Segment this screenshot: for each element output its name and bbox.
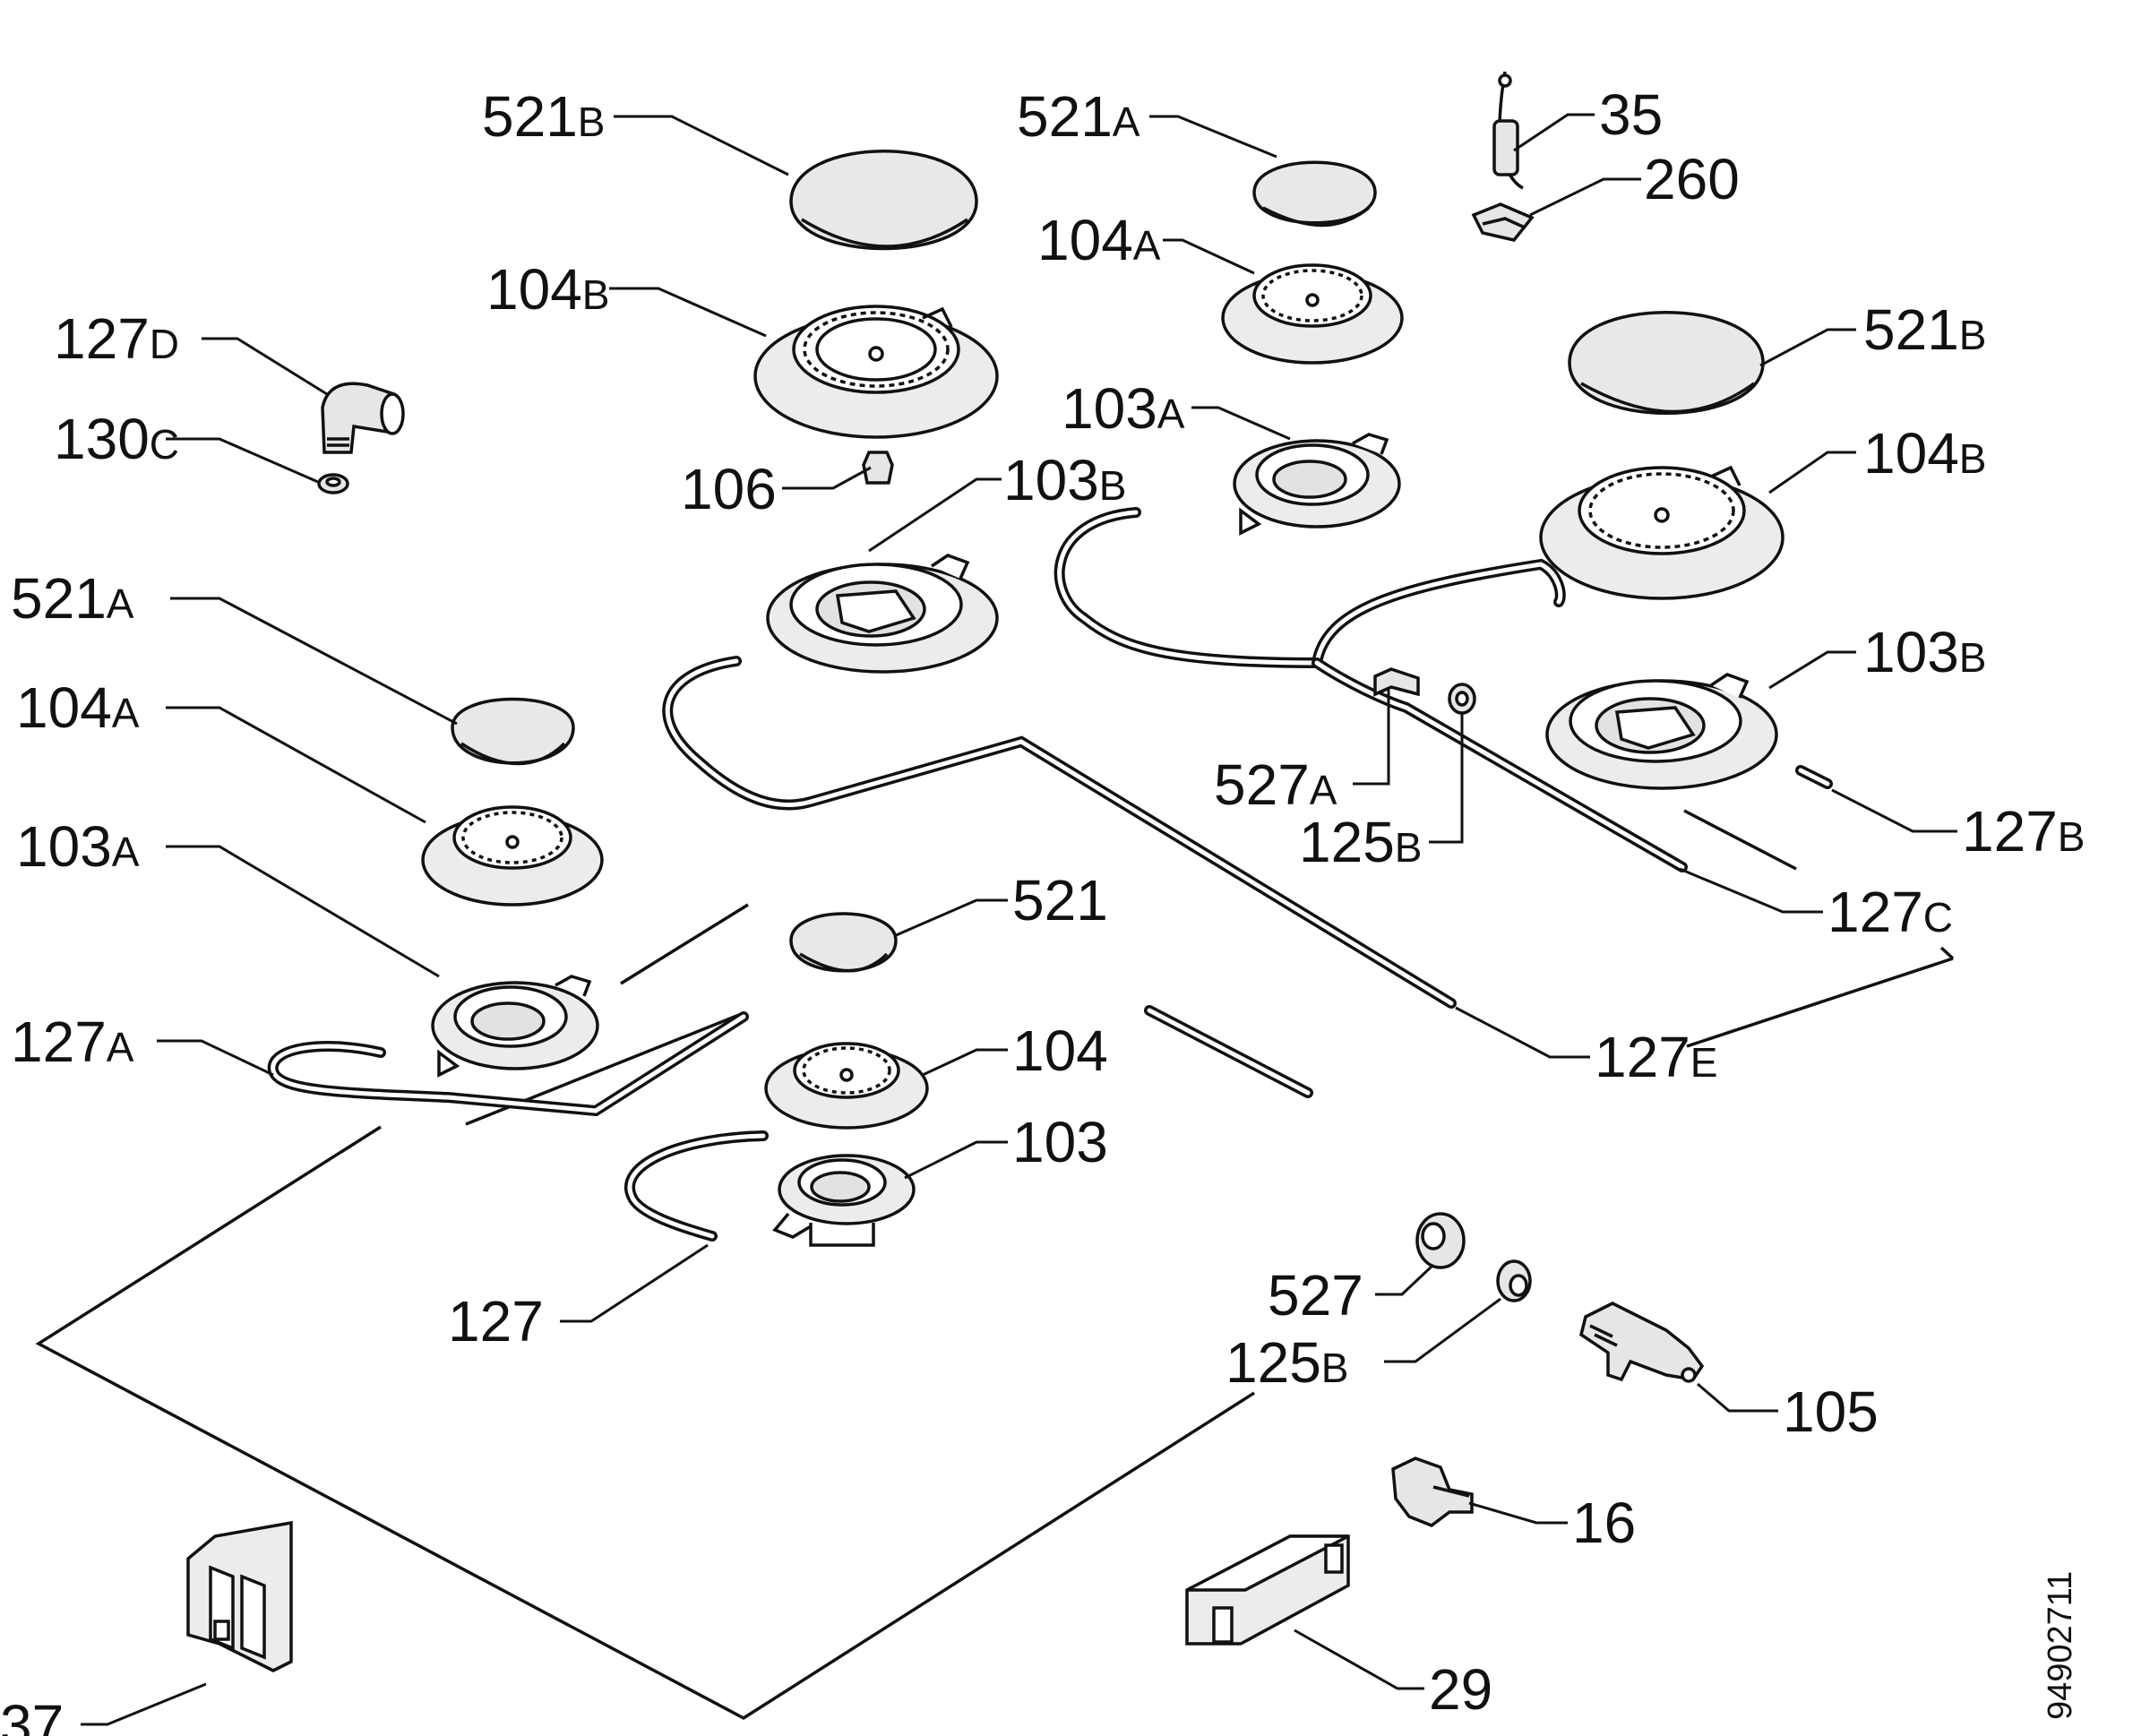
- burner-head-104b-right: [1539, 465, 1784, 600]
- burner-head-104a-left: [421, 805, 604, 907]
- burner-head-104: [764, 1042, 929, 1130]
- burner-cap-521: [789, 912, 898, 973]
- callout-104: 104: [1012, 1018, 1108, 1083]
- burner-head-104a-top: [1221, 263, 1404, 365]
- callout-103a-left: 103A: [16, 814, 140, 879]
- callout-127e: 127E: [1595, 1025, 1717, 1089]
- callout-127d: 127D: [54, 306, 179, 371]
- callout-521b-top: 521B: [482, 84, 605, 149]
- callout-127b: 127B: [1962, 799, 2085, 864]
- burner-cup-103b-right: [1545, 673, 1778, 790]
- callout-104a-top: 104A: [1037, 208, 1161, 272]
- callout-127: 127: [448, 1289, 544, 1354]
- callout-130c: 130C: [54, 407, 179, 471]
- drawing-number: 94902711: [2042, 1571, 2079, 1720]
- callout-103b-right: 103B: [1863, 620, 1986, 684]
- burner-cap-521a-top: [1252, 160, 1377, 228]
- nut-125b-bottom: [1496, 1259, 1532, 1302]
- callout-521b-right: 521B: [1863, 297, 1986, 362]
- leader-lines: [81, 113, 1957, 1726]
- callout-521a-left: 521A: [11, 566, 134, 631]
- washer-130c: [317, 473, 349, 494]
- callout-103a-top: 103A: [1062, 376, 1185, 441]
- callout-104b-top: 104B: [486, 257, 609, 322]
- callout-260: 260: [1644, 147, 1740, 211]
- gas-tubes: [267, 507, 1833, 1242]
- callout-103: 103: [1012, 1110, 1108, 1174]
- thermocouple-35: [1492, 71, 1524, 190]
- injector-106: [862, 451, 894, 485]
- clip-bracket-37: [186, 1520, 293, 1672]
- callout-527a: 527A: [1214, 752, 1337, 817]
- burner-head-104b-top: [753, 305, 999, 439]
- callout-527: 527: [1268, 1263, 1363, 1328]
- injector-holder-105: [1579, 1302, 1705, 1383]
- callout-104a-left: 104A: [16, 675, 140, 740]
- elbow-fitting-127d: [321, 382, 405, 454]
- bracket-29: [1185, 1534, 1350, 1646]
- callout-29: 29: [1429, 1657, 1492, 1722]
- callout-labels: 521B 521A 35 260 104B 104A 127D 130C 521…: [0, 82, 2085, 1736]
- burner-cup-103: [772, 1154, 916, 1247]
- callout-16: 16: [1572, 1491, 1636, 1555]
- callout-106: 106: [681, 457, 777, 521]
- burner-cap-521a-left: [451, 697, 575, 766]
- burner-cup-103a-top: [1233, 433, 1401, 536]
- callout-105: 105: [1783, 1379, 1879, 1444]
- callout-125b-top: 125B: [1299, 810, 1422, 874]
- valve-screw-16: [1391, 1457, 1474, 1527]
- callout-521a-top: 521A: [1017, 84, 1140, 149]
- burner-cap-521b-right: [1568, 311, 1765, 415]
- clip-260: [1471, 202, 1535, 242]
- hob-frame-outline: [35, 903, 1955, 1721]
- callout-104b-right: 104B: [1863, 421, 1986, 486]
- callout-35: 35: [1599, 82, 1663, 147]
- callout-125b-bottom: 125B: [1226, 1330, 1348, 1395]
- burner-cap-521b-top: [789, 150, 978, 251]
- ring-527: [1415, 1212, 1466, 1269]
- fitting-527a: [1373, 667, 1420, 697]
- callout-103b-top: 103B: [1003, 448, 1126, 512]
- callout-127a: 127A: [11, 1010, 134, 1074]
- callout-521: 521: [1012, 868, 1108, 932]
- callout-37: 37: [0, 1693, 64, 1736]
- callout-127c: 127C: [1828, 880, 1953, 944]
- burner-cup-103b-top: [766, 554, 999, 674]
- nut-125b-top: [1448, 683, 1476, 715]
- burner-cup-103a-left: [431, 975, 599, 1078]
